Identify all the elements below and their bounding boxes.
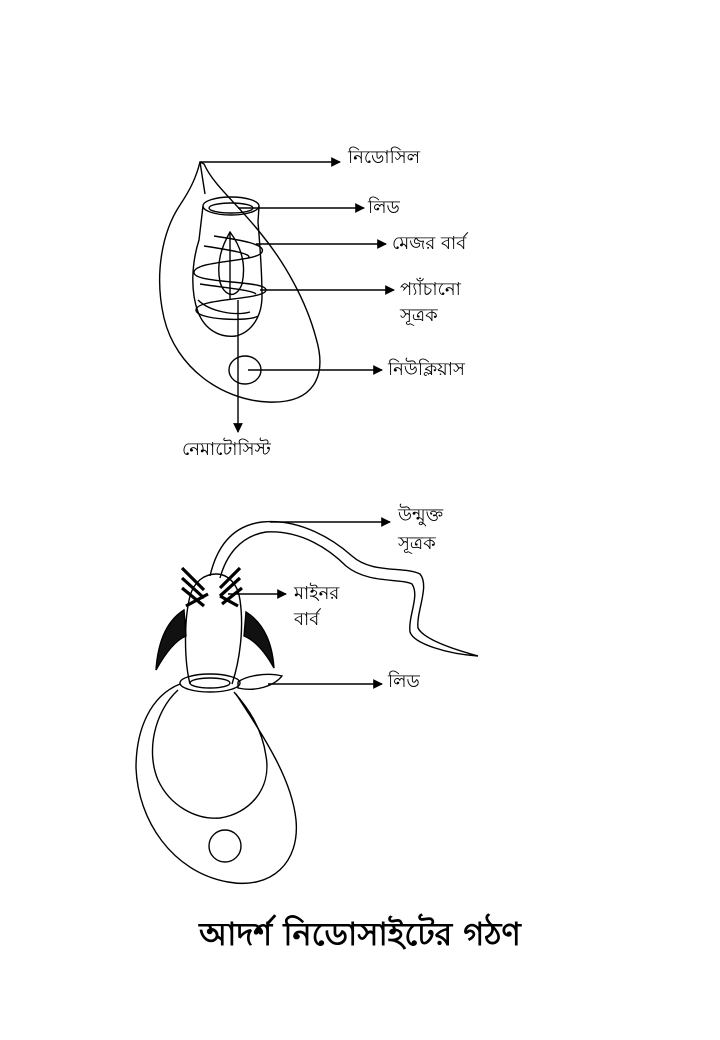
label-lid-bottom: লিড [388, 671, 420, 692]
diagram-title: আদর্শ নিডোসাইটের গঠণ [199, 915, 521, 953]
label-coiled-thread-1: প্যাঁচানো [400, 279, 461, 300]
released-thread [210, 522, 478, 656]
minor-barb-stylets [182, 568, 242, 606]
spine-right [244, 612, 274, 668]
label-lid-top: লিড [368, 197, 400, 218]
undischarged-cnidocyte [160, 157, 395, 433]
label-nematocyst: নেমাটোসিস্ট [182, 439, 271, 460]
cnidocil [200, 162, 205, 194]
label-nucleus: নিউক্লিয়াস [388, 359, 465, 380]
nematocyst-capsule [193, 206, 262, 336]
cell-outline [136, 684, 296, 883]
lid-ring [180, 674, 240, 692]
label-minor-barb-2: বার্ব [294, 609, 320, 630]
spine-left [156, 610, 186, 670]
label-minor-barb-1: মাইনর [294, 583, 340, 604]
inner-capsule [152, 690, 266, 818]
lid-ellipse [203, 197, 259, 215]
label-released-thread-2: সূত্রক [398, 533, 436, 554]
lid-flap [238, 674, 282, 689]
major-barb [219, 232, 244, 294]
label-major-barb: মেজর বার্ব [392, 233, 467, 254]
label-released-thread-1: উন্মুক্ত [398, 505, 444, 526]
discharged-cnidocyte [136, 517, 478, 884]
label-cnidocil: নিডোসিল [348, 147, 421, 168]
nucleus-bottom [209, 830, 241, 862]
coiled-thread [194, 236, 266, 319]
cnidocyte-outline [160, 162, 320, 402]
label-coiled-thread-2: সূত্রক [400, 305, 438, 326]
